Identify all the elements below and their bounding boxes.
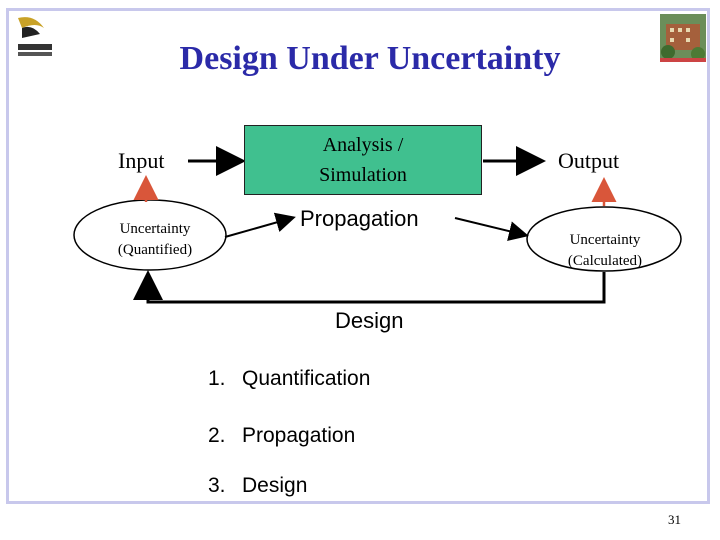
campus-photo	[660, 14, 706, 62]
step-number: 2.	[208, 424, 226, 447]
propagation-label: Propagation	[300, 206, 419, 231]
university-logo	[14, 14, 56, 62]
step-item: 3. Design	[208, 474, 307, 498]
input-uncertainty-label: Uncertainty (Quantified)	[117, 221, 193, 258]
design-label: Design	[335, 308, 404, 333]
input-label: Input	[118, 148, 165, 173]
propagation-left-arrow	[224, 212, 296, 238]
propagation-right-arrow	[454, 217, 529, 241]
output-uncertainty-label: Uncertainty (Calculated)	[567, 232, 643, 269]
step-item: 1. Quantification	[208, 367, 370, 391]
step-number: 3.	[208, 474, 226, 497]
slide-title: Design Under Uncertainty	[179, 40, 561, 77]
step-label: Design	[242, 474, 308, 497]
page-number: 31	[668, 512, 681, 527]
analysis-simulation-box: Analysis / Simulation	[244, 125, 482, 195]
design-feedback-loop	[133, 270, 606, 304]
output-label: Output	[558, 148, 620, 173]
step-label: Propagation	[242, 424, 356, 447]
step-label: Quantification	[242, 367, 371, 390]
slide-frame	[6, 8, 710, 504]
step-number: 1.	[208, 367, 226, 390]
step-item: 2. Propagation	[208, 424, 355, 448]
